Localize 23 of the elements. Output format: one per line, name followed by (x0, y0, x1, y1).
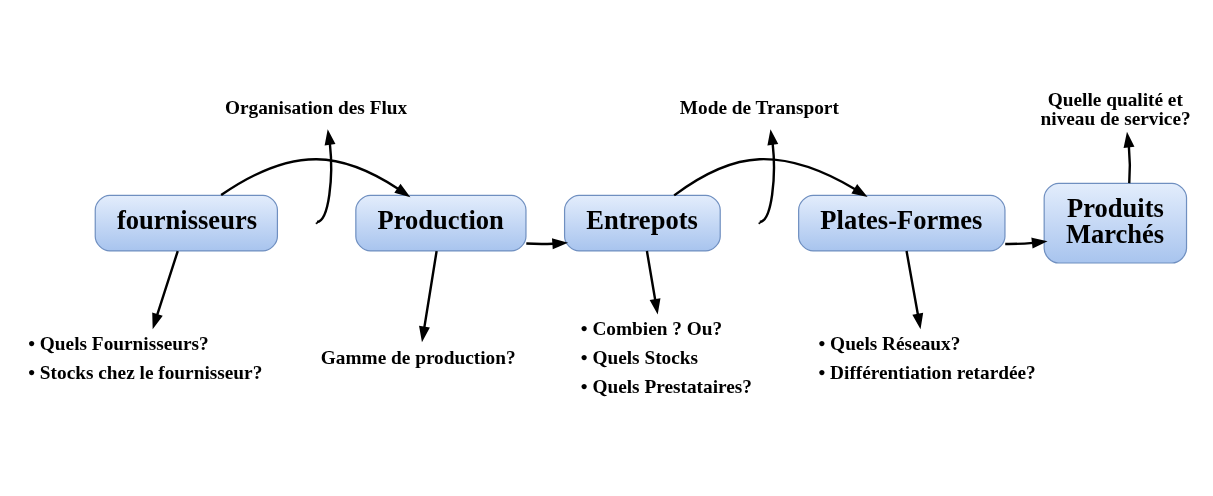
arrow (905, 250, 924, 329)
arrow (220, 157, 411, 197)
node-text: • Quels Fournisseurs? • Stocks chez le fournisseur? (28, 332, 263, 383)
node-box: Production (355, 194, 527, 251)
arrow (316, 128, 336, 223)
node-box: Plates-Formes (798, 194, 1006, 251)
node-text: Mode de Transport (679, 96, 839, 118)
node-box: Entrepots (563, 194, 721, 251)
node-text: Organisation des Flux (224, 96, 408, 118)
arrow (645, 250, 661, 315)
arrow (152, 250, 179, 329)
node-text: • Combien ? Ou? • Quels Stocks • Quels Prestataires? (580, 317, 752, 397)
arrow (526, 237, 569, 249)
arrow (1123, 131, 1135, 183)
arrow (419, 250, 438, 342)
node-text: • Quels Réseaux? • Différentiation retardée? (818, 332, 1036, 383)
arrow (759, 128, 779, 223)
node-text: Gamme de production? (320, 346, 516, 368)
arrow (673, 157, 868, 197)
node-box: Produits Marchés (1043, 182, 1188, 264)
node-text: Quelle qualité et niveau de service? (1040, 88, 1191, 129)
arrow (1005, 237, 1048, 248)
node-box: fournisseurs (94, 194, 279, 251)
